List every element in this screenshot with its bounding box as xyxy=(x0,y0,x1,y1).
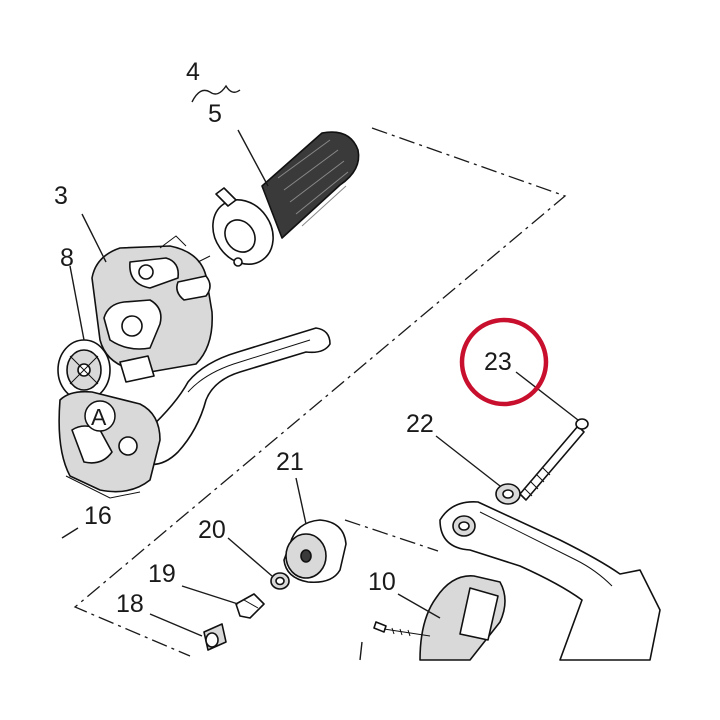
lever-guard xyxy=(419,501,661,661)
callout-16: 16 xyxy=(84,502,112,530)
callout-20: 20 xyxy=(198,516,226,544)
callout-22: 22 xyxy=(406,410,434,438)
callout-8: 8 xyxy=(60,244,74,272)
callout-5: 5 xyxy=(208,100,222,128)
callout-19: 19 xyxy=(148,560,176,588)
callout-4: 4 xyxy=(186,58,200,86)
callout-a: A xyxy=(91,404,107,430)
washer-22 xyxy=(495,483,521,505)
bolt-23 xyxy=(519,418,589,501)
spacer-20 xyxy=(270,572,290,590)
throttle-grip xyxy=(212,131,360,267)
highlight-circle xyxy=(459,317,549,407)
callout-23: 23 xyxy=(484,348,512,376)
leader-lines xyxy=(61,84,579,661)
weight-21 xyxy=(283,519,347,584)
callout-a-circle xyxy=(84,400,116,432)
clip-19 xyxy=(235,593,265,619)
callout-3: 3 xyxy=(54,182,68,210)
callout-10: 10 xyxy=(368,568,396,596)
callout-labels: 4 5 3 8 A 16 18 19 20 21 10 22 23 xyxy=(54,58,512,618)
collar-18 xyxy=(203,623,227,651)
callout-18: 18 xyxy=(116,590,144,618)
switch-housing xyxy=(91,235,213,383)
control-lever xyxy=(139,327,331,466)
assembly-boundary xyxy=(73,127,567,657)
callout-21: 21 xyxy=(276,448,304,476)
screw xyxy=(373,621,431,637)
